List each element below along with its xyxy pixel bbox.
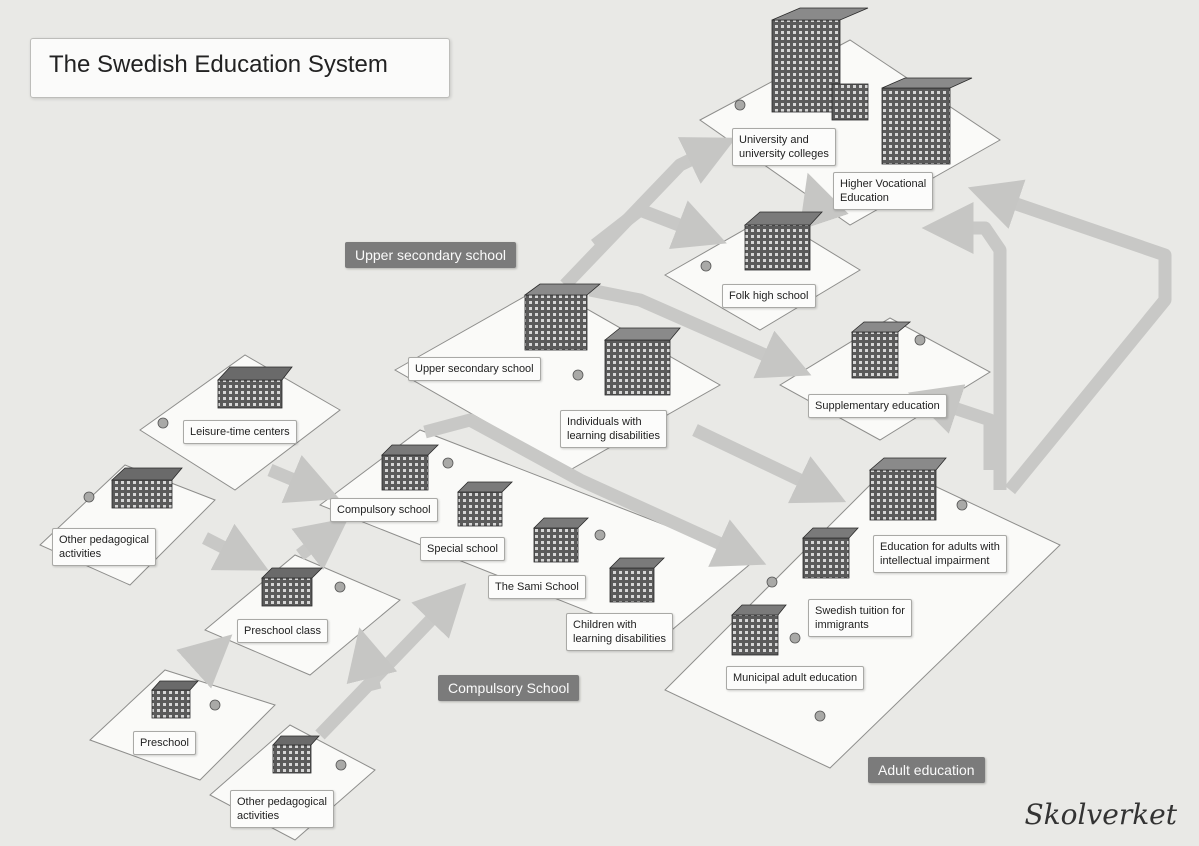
label-children-disabilities-line2: learning disabilities bbox=[573, 633, 666, 645]
arrow-leisure-link bbox=[267, 454, 340, 503]
label-higher-vocational-line2: Education bbox=[840, 192, 889, 204]
building-other-ped-2 bbox=[272, 735, 320, 774]
buildings bbox=[110, 7, 973, 774]
label-university: University and university colleges bbox=[732, 128, 836, 166]
label-adults-intellectual-line1: Education for adults with bbox=[880, 541, 1000, 553]
label-swedish-tuition: Swedish tuition for immigrants bbox=[808, 599, 912, 637]
label-other-ped-2: Other pedagogical activities bbox=[230, 790, 334, 828]
label-swedish-tuition-line1: Swedish tuition for bbox=[815, 605, 905, 617]
label-upper-secondary-school: Upper secondary school bbox=[408, 357, 541, 381]
page-title: The Swedish Education System bbox=[49, 51, 388, 78]
label-sami-school: The Sami School bbox=[488, 575, 586, 599]
label-preschool-class: Preschool class bbox=[237, 619, 329, 643]
arrow-adult-to-highervoc bbox=[921, 202, 1007, 490]
building-preschool-class bbox=[261, 567, 323, 607]
arrow-otherped1-to-preschoolclass bbox=[202, 523, 269, 571]
label-other-ped-1-line2: activities bbox=[59, 548, 102, 560]
label-individuals-disabilities-line1: Individuals with bbox=[567, 416, 642, 428]
arrow-otherped2-branch bbox=[346, 627, 398, 692]
label-children-disabilities-line1: Children with bbox=[573, 619, 637, 631]
label-university-line2: university colleges bbox=[739, 148, 829, 160]
section-compulsory: Compulsory School bbox=[438, 675, 580, 701]
label-compulsory-school: Compulsory school bbox=[330, 498, 438, 522]
building-folk-high bbox=[743, 211, 823, 271]
label-higher-vocational: Higher Vocational Education bbox=[833, 172, 934, 210]
arrow-upper-to-adult bbox=[692, 424, 847, 504]
label-swedish-tuition-line2: immigrants bbox=[815, 619, 869, 631]
label-adults-intellectual-line2: intellectual impairment bbox=[880, 555, 990, 567]
label-supplementary: Supplementary education bbox=[808, 394, 947, 418]
label-other-ped-1-line1: Other pedagogical bbox=[59, 534, 149, 546]
label-other-ped-2-line1: Other pedagogical bbox=[237, 796, 327, 808]
arrow-adult-to-supplementary bbox=[907, 384, 997, 470]
label-special-school: Special school bbox=[420, 537, 505, 561]
label-higher-vocational-line1: Higher Vocational bbox=[840, 178, 927, 190]
title-box: The Swedish Education System bbox=[30, 38, 450, 98]
label-municipal-adult: Municipal adult education bbox=[726, 666, 865, 690]
building-preschool bbox=[151, 680, 199, 719]
arrow-upper-to-folkhigh bbox=[591, 200, 727, 251]
building-upper-secondary bbox=[523, 283, 681, 396]
section-adult: Adult education bbox=[868, 757, 985, 783]
label-children-disabilities: Children with learning disabilities bbox=[566, 613, 673, 651]
building-supplementary bbox=[850, 321, 912, 379]
label-folk-high: Folk high school bbox=[722, 284, 816, 308]
brand-logo: Skolverket bbox=[1024, 798, 1177, 831]
label-other-ped-2-line2: activities bbox=[237, 810, 280, 822]
platform-folk-high bbox=[663, 214, 861, 331]
arrow-upper-to-supplementary bbox=[588, 283, 812, 379]
building-university bbox=[771, 7, 973, 165]
trees bbox=[83, 99, 968, 771]
arrow-preschoolclass-to-compulsory bbox=[291, 517, 349, 571]
arrow-highervoc-from-below bbox=[799, 172, 849, 231]
section-upper-secondary: Upper secondary school bbox=[345, 242, 516, 268]
flow-arrows bbox=[176, 137, 1172, 740]
building-compulsory bbox=[381, 444, 665, 603]
label-leisure: Leisure-time centers bbox=[183, 420, 297, 444]
building-leisure bbox=[217, 366, 293, 409]
label-individuals-disabilities-line2: learning disabilities bbox=[567, 430, 660, 442]
arrow-adult-to-university bbox=[967, 179, 1172, 495]
label-adults-intellectual: Education for adults with intellectual i… bbox=[873, 535, 1007, 573]
arrow-preschool-to-preschoolclass bbox=[176, 634, 233, 689]
label-other-ped-1: Other pedagogical activities bbox=[52, 528, 156, 566]
label-preschool: Preschool bbox=[133, 731, 196, 755]
label-individuals-disabilities: Individuals with learning disabilities bbox=[560, 410, 667, 448]
building-adult bbox=[731, 457, 947, 656]
building-other-ped-1 bbox=[110, 467, 183, 509]
arrow-compulsory-to-upper bbox=[423, 413, 767, 567]
label-university-line1: University and bbox=[739, 134, 809, 146]
